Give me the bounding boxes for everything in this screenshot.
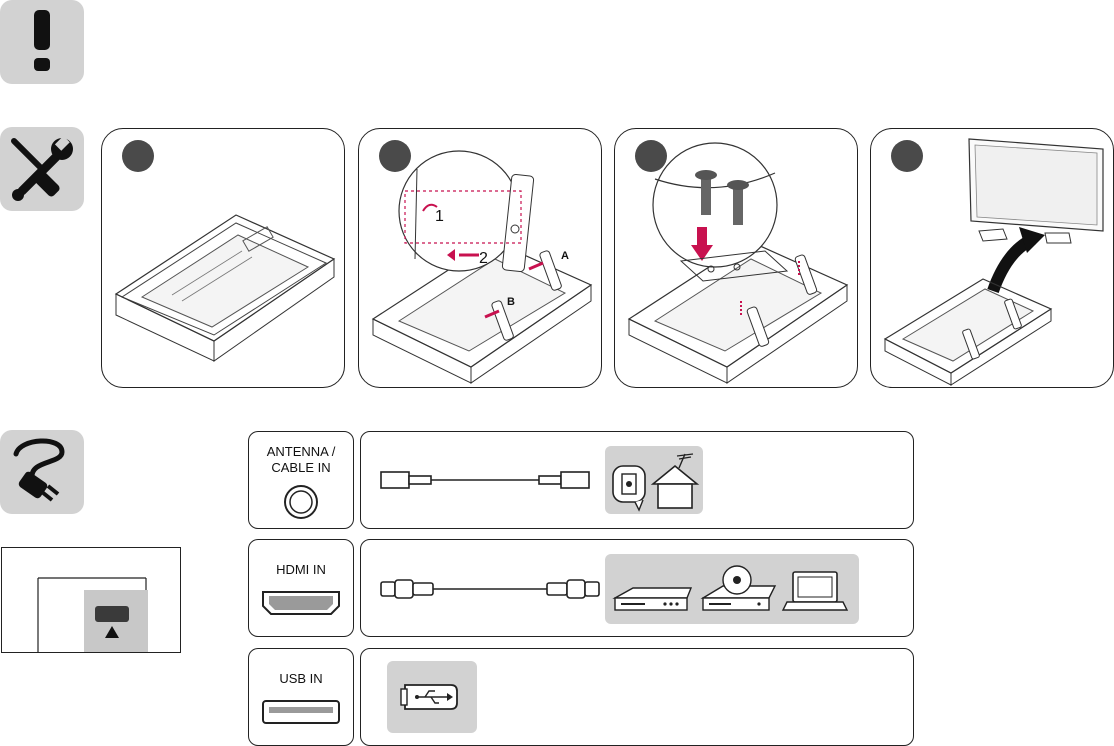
install-step-3-panel <box>614 128 858 388</box>
attach-stand-illustration: 1 2 A B <box>359 129 601 387</box>
cable-tile <box>0 430 84 514</box>
usb-cable-box <box>360 648 914 746</box>
usb-source-pad <box>387 661 477 733</box>
tv-rear-diagram <box>2 548 180 652</box>
hdmi-source-pad <box>605 554 859 624</box>
screw-stand-illustration <box>615 129 857 387</box>
arrow-1-label: 1 <box>435 208 444 225</box>
tv-face-down-on-foam-illustration <box>102 129 344 387</box>
tools-tile <box>0 127 84 211</box>
tv-rear-port-locator <box>1 547 181 653</box>
hdmi-port-box: HDMI IN <box>248 539 354 637</box>
antenna-port-box: ANTENNA / CABLE IN <box>248 431 354 529</box>
hdmi-cable-box <box>360 539 914 637</box>
coax-jack-icon <box>249 432 353 528</box>
laptop-icon <box>783 572 847 610</box>
usb-port-box: USB IN <box>248 648 354 746</box>
dvd-player-icon <box>703 566 775 610</box>
antenna-cable-box <box>360 431 914 529</box>
install-step-2-panel: 1 2 A B <box>358 128 602 388</box>
usb-drive-icon <box>387 661 477 733</box>
tools-icon <box>0 127 84 211</box>
hdmi-jack-icon <box>249 540 353 636</box>
house-antenna-icon <box>653 454 697 508</box>
set-top-box-icon <box>615 588 691 610</box>
usb-jack-icon <box>249 649 353 745</box>
arrow-2-label: 2 <box>479 250 488 267</box>
tag-b-label: B <box>507 296 515 308</box>
exclamation-icon <box>0 0 84 84</box>
wall-outlet-icon <box>613 466 645 510</box>
cable-plug-icon <box>0 430 84 514</box>
tag-a-label: A <box>561 250 569 262</box>
install-step-4-panel <box>870 128 1114 388</box>
warning-tile <box>0 0 84 84</box>
antenna-source-pad <box>605 446 703 514</box>
lift-tv-upright-illustration <box>871 129 1113 387</box>
install-step-1-panel <box>101 128 345 388</box>
